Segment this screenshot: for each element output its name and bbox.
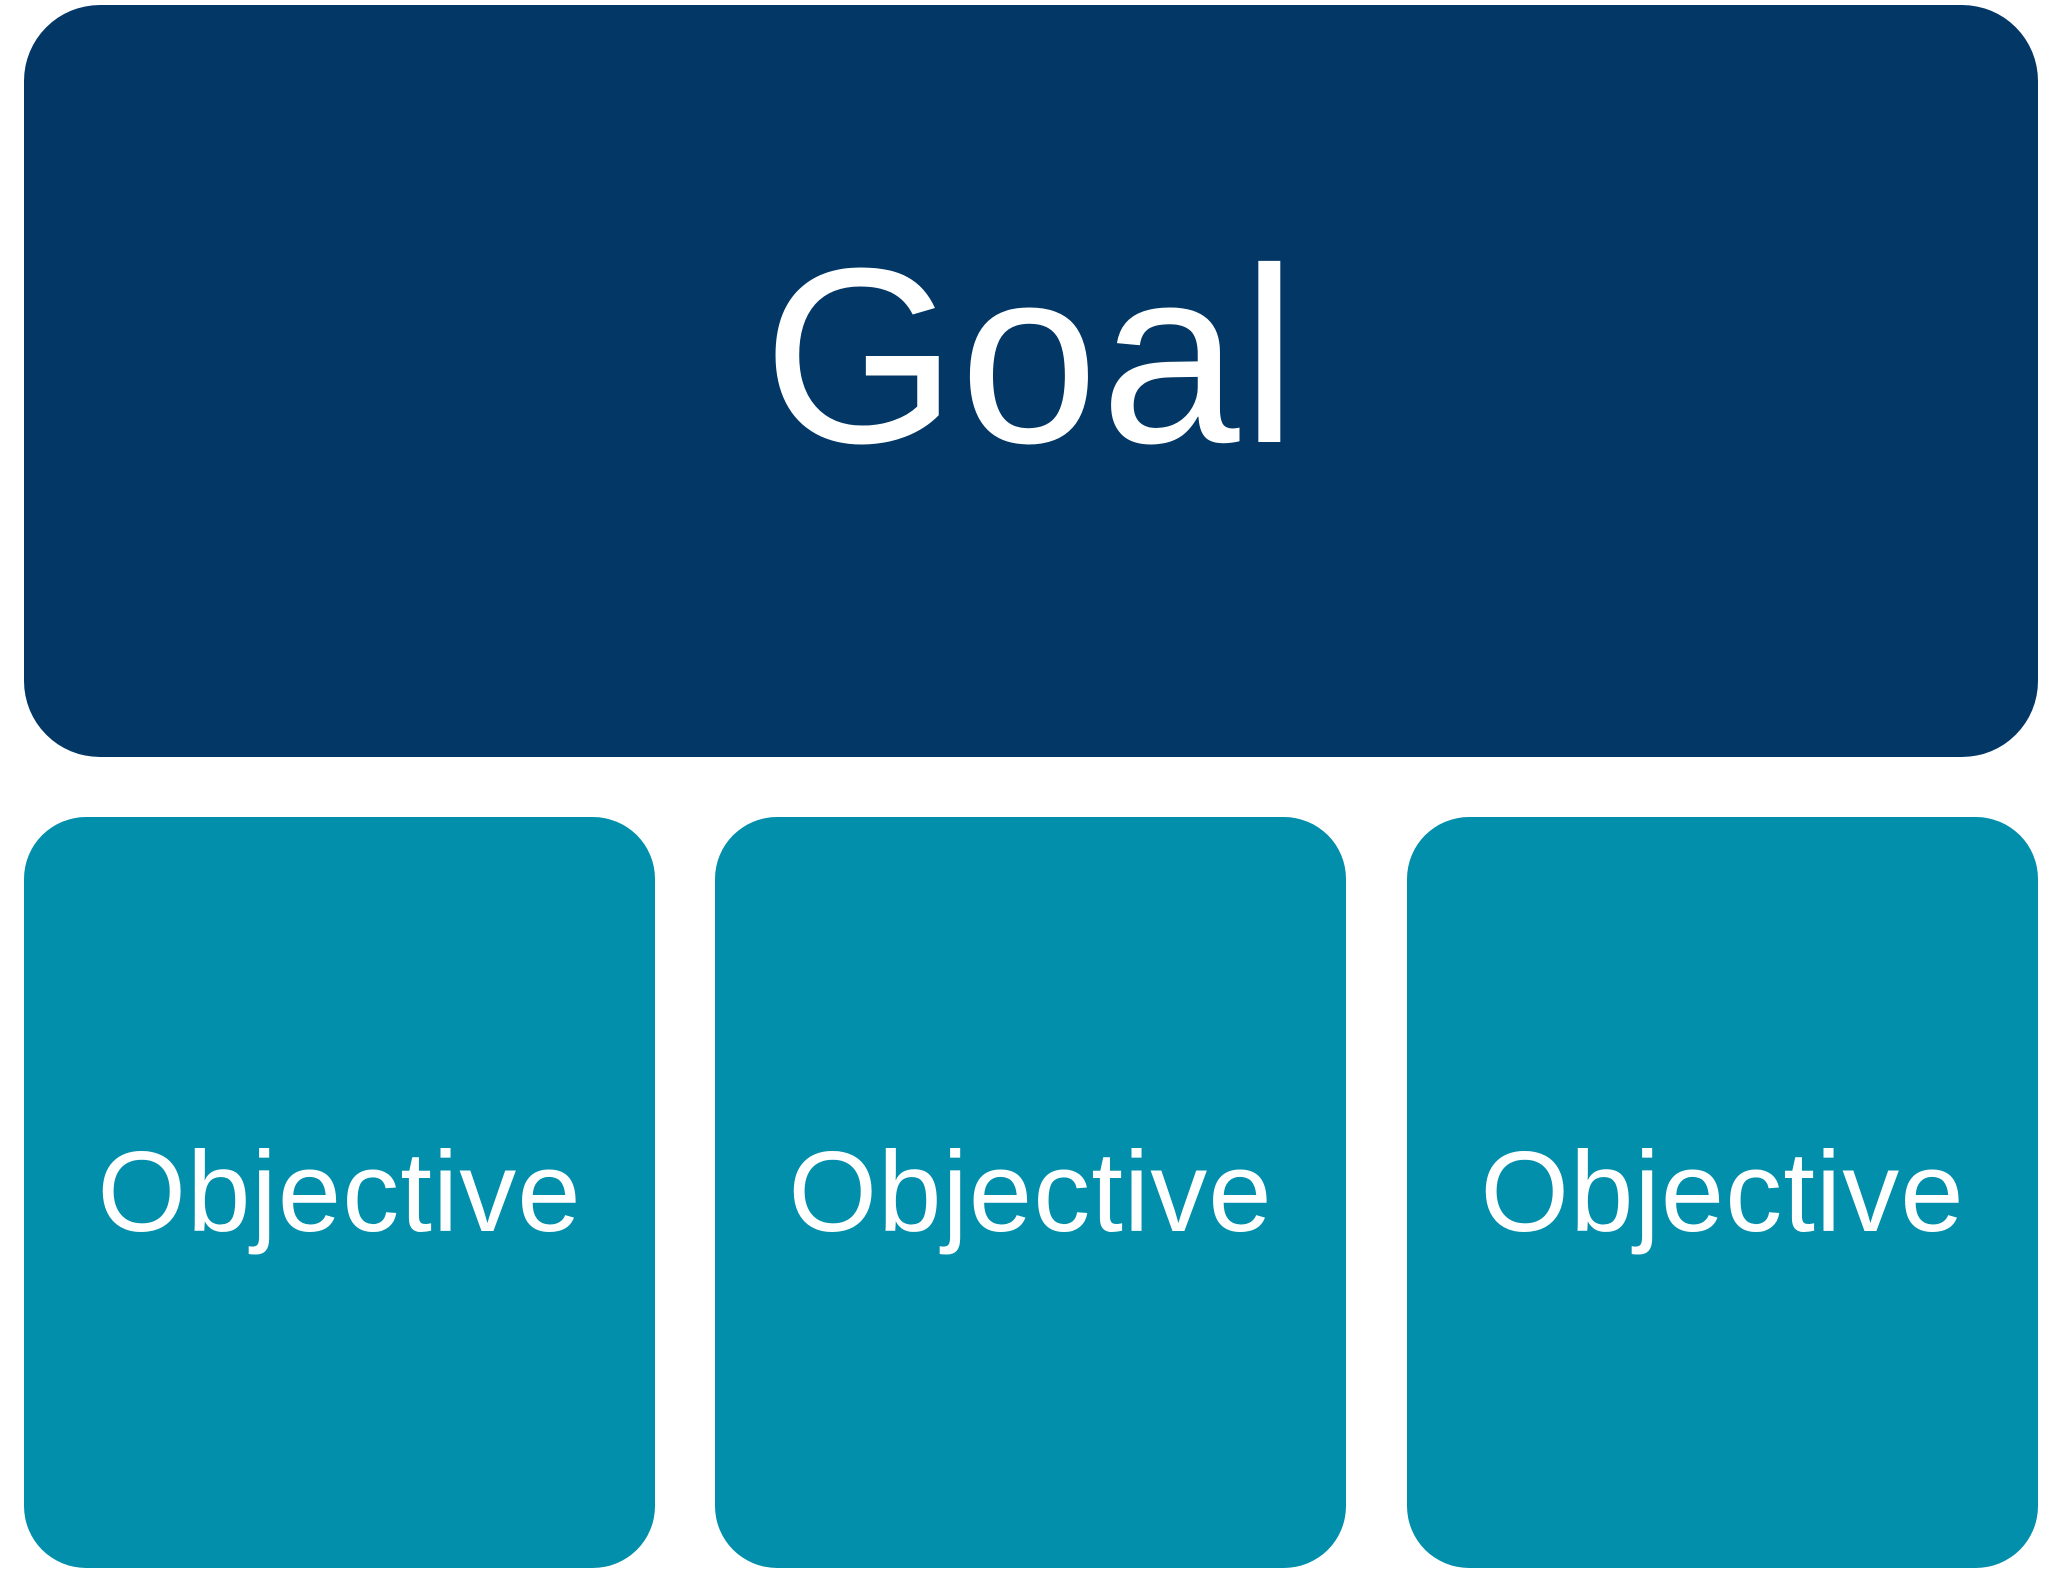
objective-box-1: Objective (24, 817, 655, 1568)
objective-box-3: Objective (1407, 817, 2038, 1568)
objective-label-3: Objective (1480, 1128, 1965, 1256)
goal-label: Goal (762, 216, 1300, 495)
objective-box-2: Objective (715, 817, 1346, 1568)
objective-label-2: Objective (788, 1128, 1273, 1256)
objective-label-1: Objective (97, 1128, 582, 1256)
goal-box: Goal (24, 5, 2038, 757)
